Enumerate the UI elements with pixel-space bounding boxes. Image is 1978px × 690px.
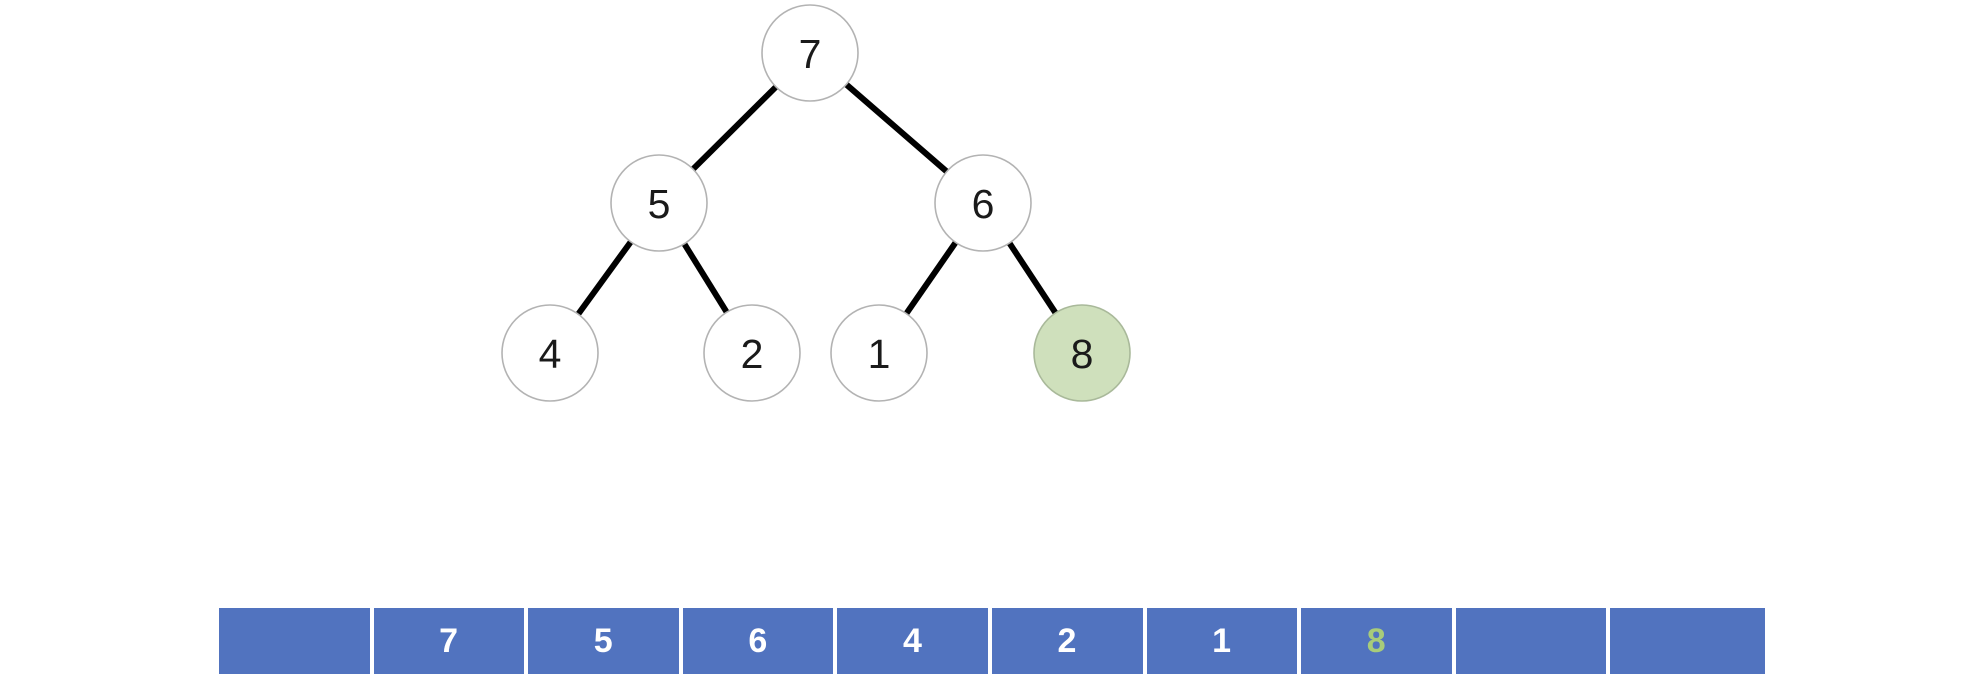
tree-node[interactable]: 5 (610, 154, 708, 252)
tree-node-highlighted[interactable]: 8 (1033, 304, 1131, 402)
tree-node-label: 7 (799, 31, 822, 77)
tree-edge-7-6 (844, 82, 949, 174)
tree-node-circle (830, 304, 928, 402)
tree-node-circle (934, 154, 1032, 252)
tree-node-label: 2 (741, 331, 764, 377)
tree-node[interactable]: 4 (501, 304, 599, 402)
tree-edge-5-4 (575, 240, 634, 316)
array-cell-empty[interactable] (1455, 608, 1611, 674)
tree-edge-6-8 (1006, 241, 1059, 315)
tree-node-circle (610, 154, 708, 252)
tree-edge-6-1 (903, 240, 959, 316)
binary-heap-tree: 7 5 6 4 2 1 8 (501, 4, 1131, 402)
tree-node-label: 1 (868, 331, 891, 377)
tree-node-circle (703, 304, 801, 402)
tree-node[interactable]: 6 (934, 154, 1032, 252)
array-cell[interactable]: 6 (682, 608, 838, 674)
tree-edge-7-5 (690, 84, 779, 172)
array-cell[interactable]: 4 (837, 608, 992, 674)
tree-edge-layer (575, 82, 1059, 316)
array-cell[interactable]: 8 (1301, 608, 1456, 674)
array-cell[interactable]: 2 (991, 608, 1147, 674)
tree-node-layer: 7 5 6 4 2 1 8 (501, 4, 1131, 402)
tree-node-circle (1033, 304, 1131, 402)
tree-edge-5-2 (681, 242, 730, 314)
tree-node-label: 6 (972, 181, 995, 227)
tree-node-label: 5 (648, 181, 671, 227)
tree-node-circle (501, 304, 599, 402)
tree-node-label: 4 (539, 331, 562, 377)
tree-node[interactable]: 7 (761, 4, 859, 102)
array-cell[interactable]: 5 (528, 608, 683, 674)
array-cell-empty[interactable] (1610, 608, 1765, 674)
tree-node[interactable]: 2 (703, 304, 801, 402)
array-cell[interactable]: 1 (1146, 608, 1302, 674)
array-cell[interactable]: 7 (373, 608, 529, 674)
array-cell-empty[interactable] (219, 608, 374, 674)
tree-node[interactable]: 1 (830, 304, 928, 402)
tree-node-label: 8 (1071, 331, 1094, 377)
tree-node-circle (761, 4, 859, 102)
